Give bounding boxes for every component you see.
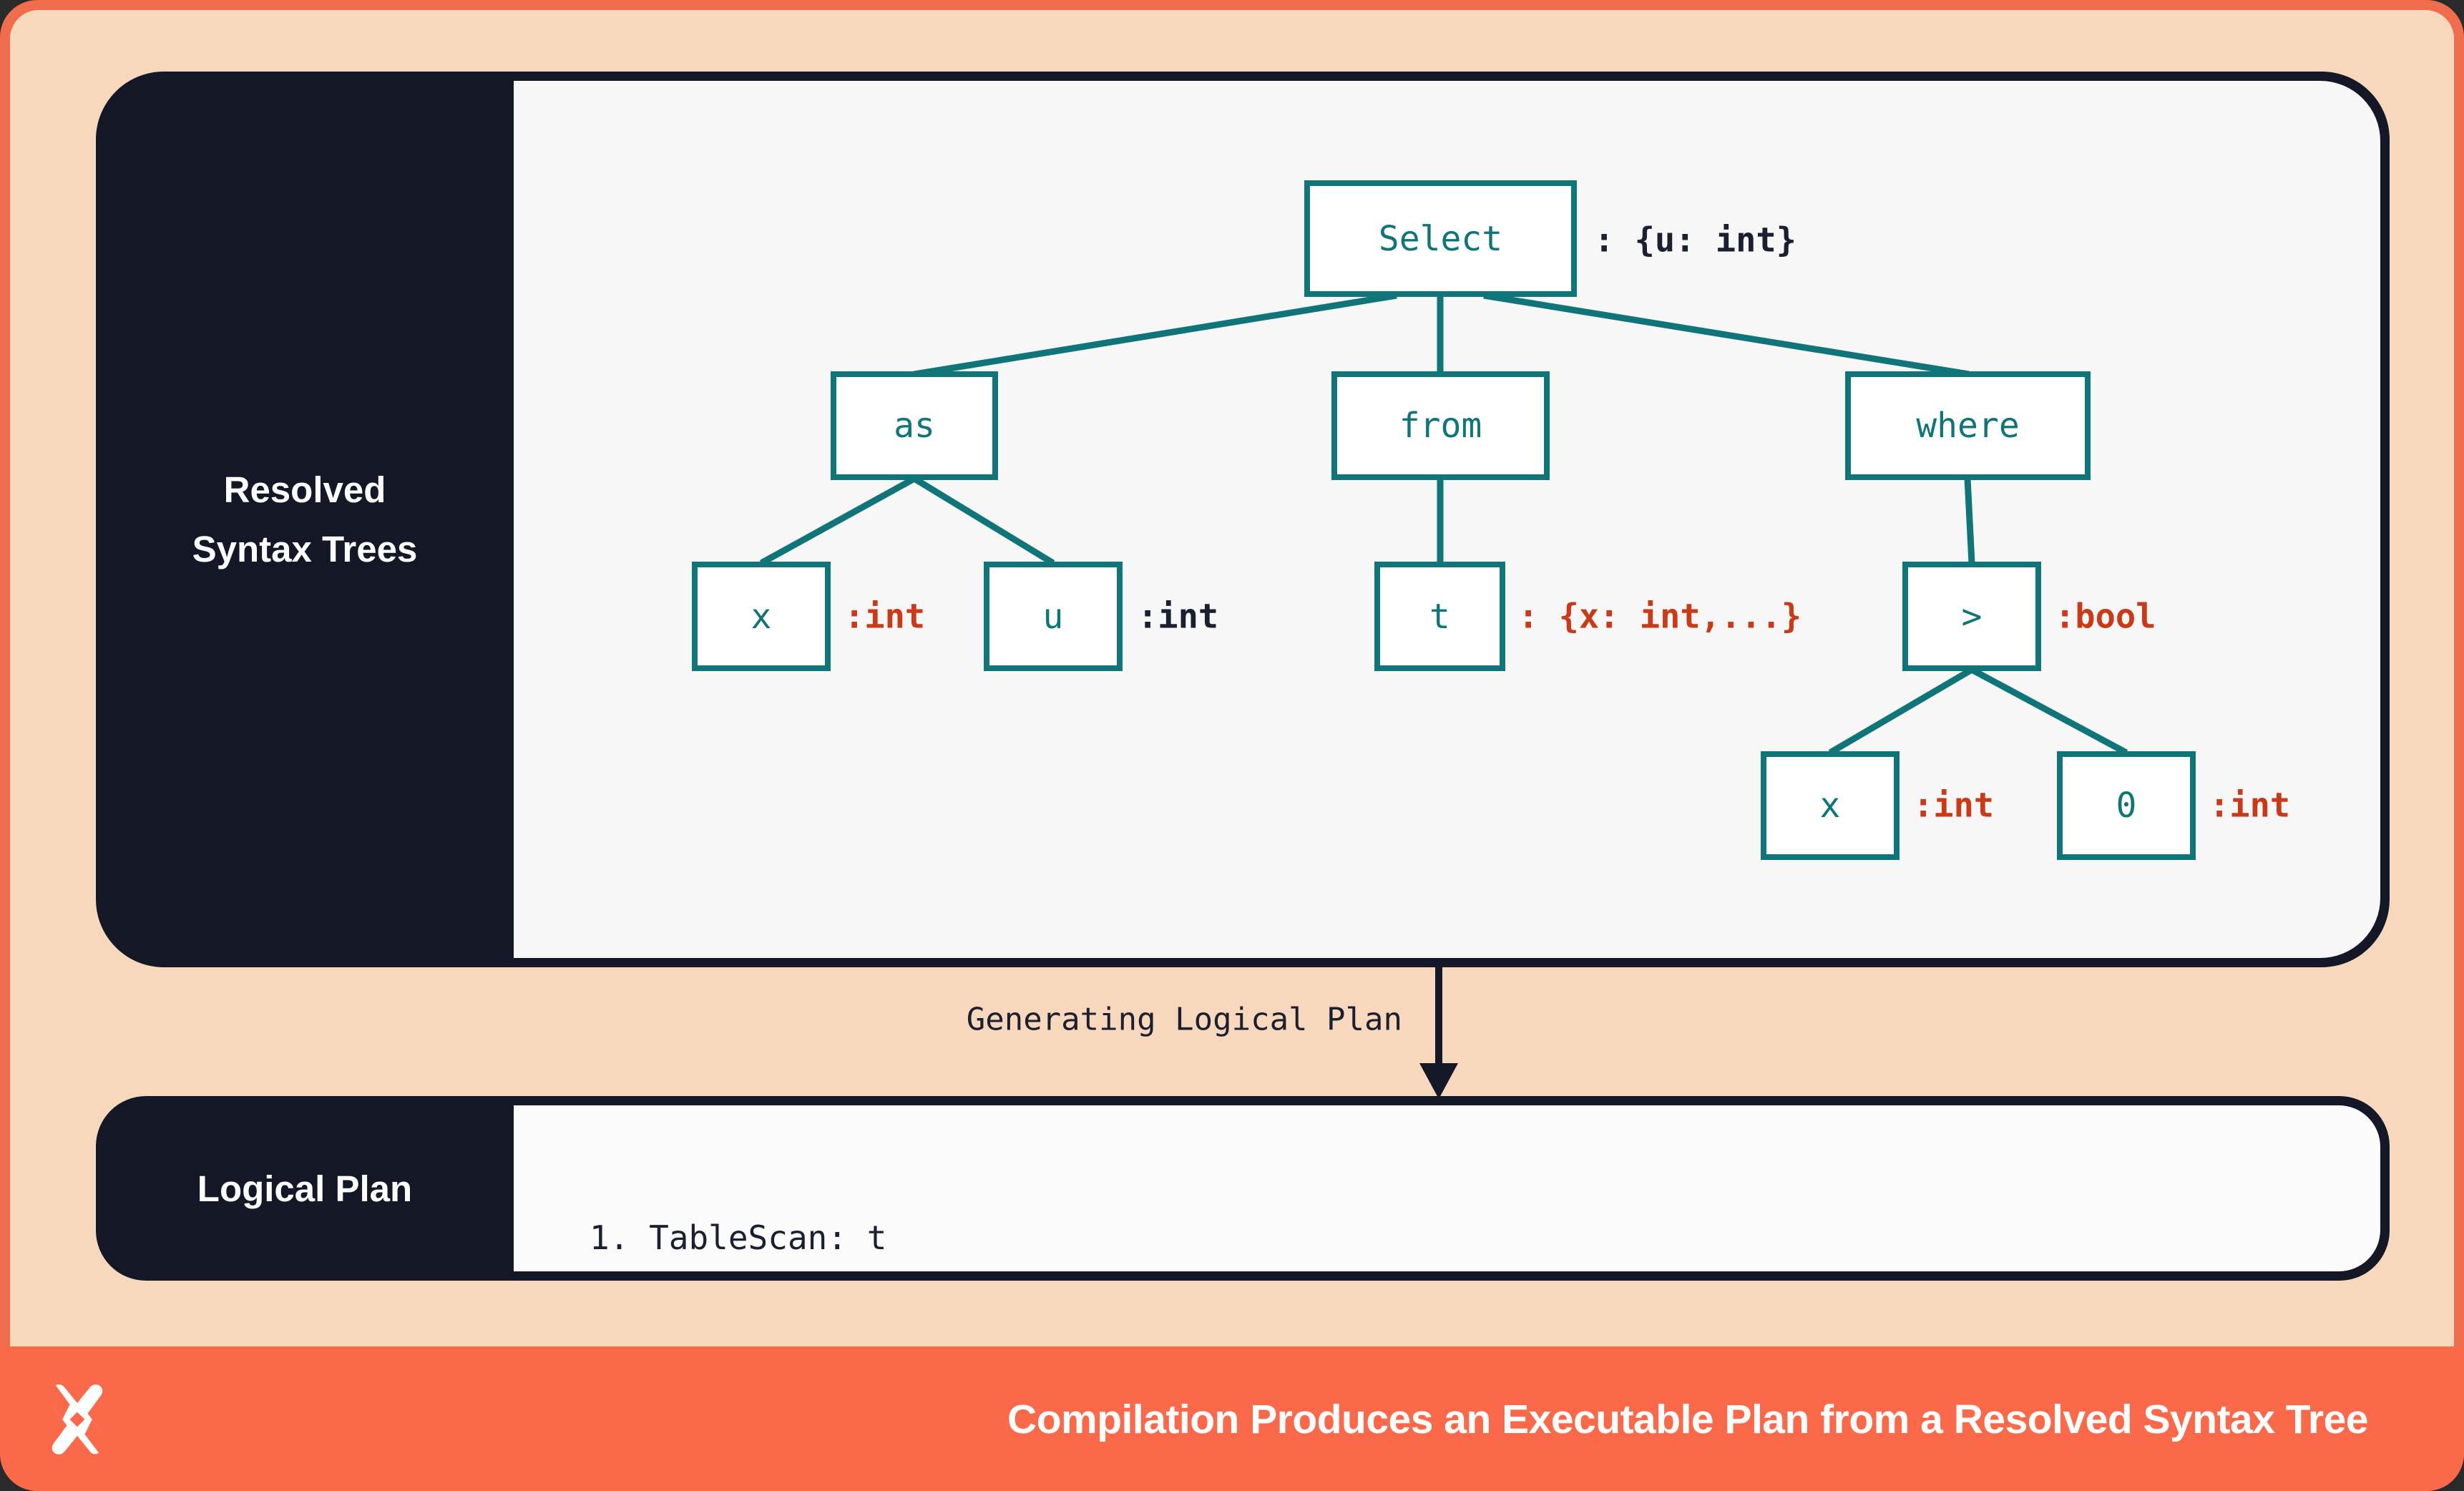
footer-bar: Compilation Produces an Executable Plan … bbox=[0, 1346, 2464, 1491]
tree-note-x1-type: :int bbox=[844, 597, 926, 637]
plan-step-1: 1. TableScan: t bbox=[590, 1218, 887, 1257]
tree-node-t: t bbox=[1374, 562, 1505, 671]
tree-node-x1-label: x bbox=[751, 596, 772, 637]
tree-node-t-label: t bbox=[1429, 596, 1450, 637]
footer-caption: Compilation Produces an Executable Plan … bbox=[1007, 1397, 2368, 1442]
tree-node-zero: 0 bbox=[2057, 751, 2196, 860]
tree-node-select-label: Select bbox=[1378, 218, 1503, 259]
tree-node-zero-label: 0 bbox=[2116, 786, 2137, 826]
tree-note-zero-type: :int bbox=[2209, 786, 2291, 826]
tree-note-x2-type: :int bbox=[1913, 786, 1995, 826]
tree-node-gt-label: > bbox=[1961, 596, 1983, 637]
tree-node-u-label: u bbox=[1042, 596, 1064, 637]
sidebar-label-line2: Syntax Trees bbox=[192, 529, 418, 569]
tree-node-as-label: as bbox=[894, 406, 935, 446]
tree-note-t-type: : {x: int,...} bbox=[1518, 597, 1802, 637]
plan-panel-sidebar: Logical Plan bbox=[96, 1096, 514, 1281]
tree-node-gt: > bbox=[1902, 562, 2041, 671]
logo-x-icon bbox=[51, 1384, 104, 1455]
tree-node-from-label: from bbox=[1399, 406, 1482, 446]
tree-node-x2-label: x bbox=[1819, 786, 1841, 826]
tree-node-as: as bbox=[831, 371, 998, 480]
tree-note-select-type: : {u: int} bbox=[1594, 220, 1796, 260]
tree-node-where: where bbox=[1845, 371, 2091, 480]
sidebar-label-line1: Resolved bbox=[223, 469, 386, 510]
tree-node-from: from bbox=[1331, 371, 1550, 480]
logical-plan-panel: Logical Plan bbox=[96, 1096, 2390, 1281]
plan-sidebar-label: Logical Plan bbox=[197, 1168, 413, 1209]
tree-node-u: u bbox=[984, 562, 1123, 671]
tree-node-x1: x bbox=[692, 562, 831, 671]
transition-label: Generating Logical Plan bbox=[966, 1001, 1402, 1038]
tree-node-x2: x bbox=[1761, 751, 1900, 860]
logical-plan-content-area bbox=[514, 1105, 2380, 1271]
resolved-syntax-trees-panel: Resolved Syntax Trees bbox=[96, 72, 2390, 967]
tree-note-gt-type: :bool bbox=[2055, 597, 2156, 637]
syntax-panel-sidebar: Resolved Syntax Trees bbox=[96, 72, 514, 967]
tree-node-where-label: where bbox=[1916, 406, 2020, 446]
tree-node-select: Select bbox=[1304, 180, 1577, 297]
tree-note-u-type: :int bbox=[1138, 597, 1219, 637]
